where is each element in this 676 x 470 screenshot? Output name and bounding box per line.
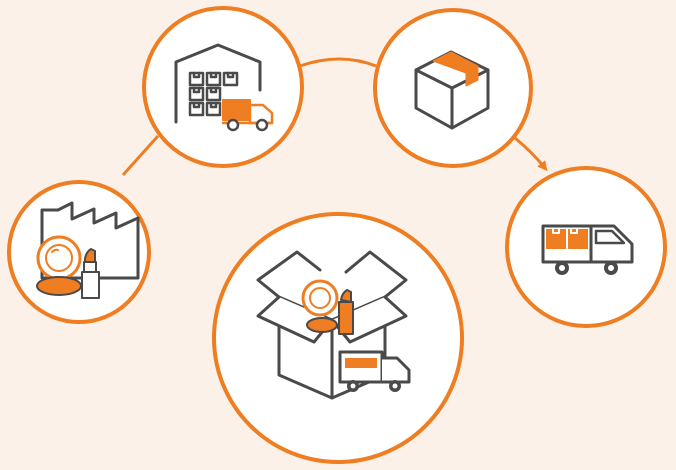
- factory-cosmetics-icon: [36, 201, 140, 299]
- edge-factory-warehouse: [121, 134, 160, 177]
- node-warehouse: [142, 6, 304, 168]
- delivery-truck-icon: [541, 224, 634, 275]
- package-box-icon: [414, 50, 490, 130]
- open-box-cosmetics-truck-icon: [256, 250, 411, 400]
- warehouse-truck-icon: [174, 43, 274, 132]
- edge-package-delivery: [514, 136, 548, 172]
- edge-warehouse-package: [299, 57, 377, 68]
- connectors: [121, 57, 548, 177]
